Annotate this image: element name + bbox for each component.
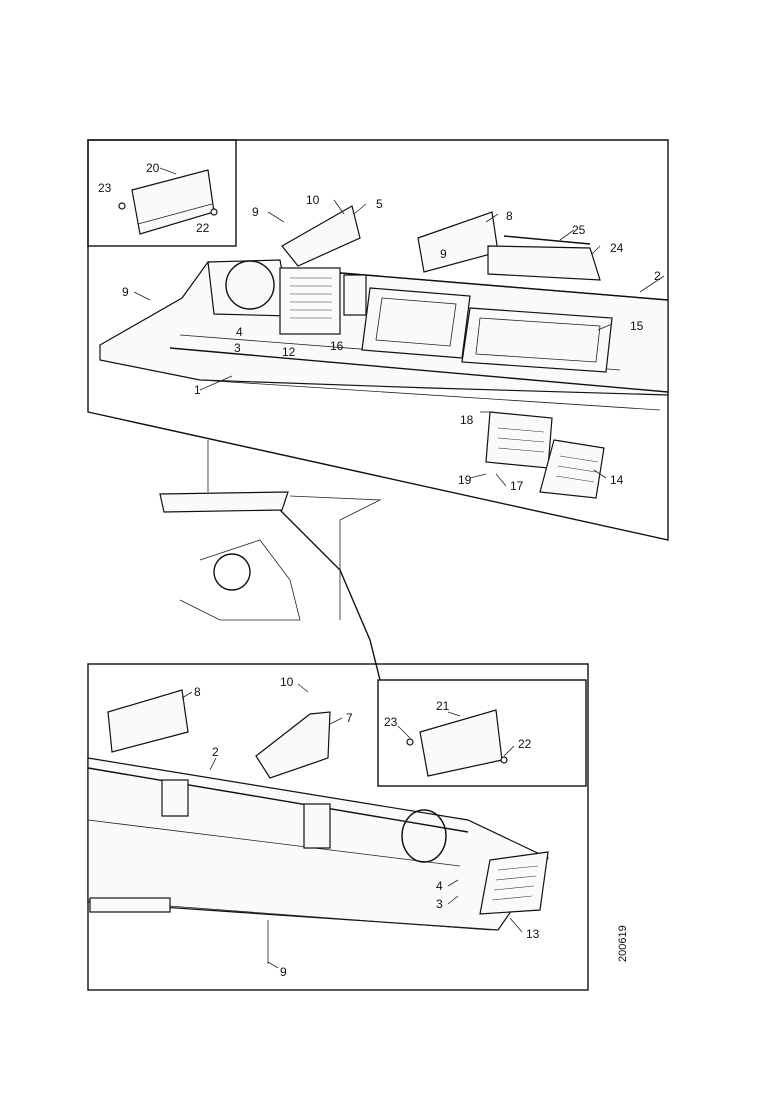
- callout-10-bottom: 10: [280, 675, 294, 689]
- callout-23-top: 23: [98, 181, 112, 195]
- lower-vent: [89, 897, 171, 913]
- callout-4-top: 4: [236, 325, 243, 339]
- switch-block: [343, 274, 367, 316]
- callout-3-top: 3: [234, 341, 241, 355]
- locator-sketch: [159, 440, 382, 681]
- switch-block-lower: [303, 803, 331, 849]
- steering-wheel-icon: [213, 553, 251, 591]
- cover-panel-5: [281, 205, 361, 267]
- callout-17: 17: [510, 479, 524, 493]
- callout-24: 24: [610, 241, 624, 255]
- vent-grille-12: [279, 267, 341, 335]
- callout-14: 14: [610, 473, 624, 487]
- callout-22-top: 22: [196, 221, 210, 235]
- top-inset-frame: [87, 139, 237, 247]
- callout-2-bottom: 2: [212, 745, 219, 759]
- callout-7: 7: [346, 711, 353, 725]
- screw-icon: [118, 202, 126, 210]
- gauge-cluster-housing: [207, 259, 291, 317]
- callout-3-bottom: 3: [436, 897, 443, 911]
- screw-icon: [500, 756, 508, 764]
- callout-16: 16: [330, 339, 344, 353]
- callout-13: 13: [526, 927, 540, 941]
- leader-lines-top: [133, 167, 665, 487]
- gauge-dial: [225, 260, 275, 310]
- callout-20: 20: [146, 161, 160, 175]
- dashboard-locator: [159, 491, 289, 513]
- callout-21: 21: [436, 699, 450, 713]
- top-view-frame: [87, 139, 669, 541]
- callout-10-top: 10: [306, 193, 320, 207]
- callout-4-bottom: 4: [436, 879, 443, 893]
- bottom-view: [87, 663, 589, 991]
- callout-23-bottom: 23: [384, 715, 398, 729]
- grille-14: [539, 439, 605, 499]
- callout-labels: 20 23 22 10 9 5 8 9 25 24 2 9 4 3 12 16 …: [98, 161, 661, 979]
- callout-9-left: 9: [122, 285, 129, 299]
- tray-24: [487, 245, 601, 281]
- callout-19: 19: [458, 473, 472, 487]
- vent-slot: [161, 779, 189, 817]
- callout-9-bottom: 9: [280, 965, 287, 979]
- callout-8-bottom: 8: [194, 685, 201, 699]
- cover-panel-7: [255, 711, 331, 779]
- top-view: [87, 139, 669, 541]
- callout-8-top: 8: [506, 209, 513, 223]
- callout-18: 18: [460, 413, 474, 427]
- callout-9-panel: 9: [440, 247, 447, 261]
- screw-icon: [210, 208, 218, 216]
- strip-25: [503, 235, 591, 245]
- cover-panel-8-lower: [107, 689, 189, 753]
- callout-1: 1: [194, 383, 201, 397]
- callout-15: 15: [630, 319, 644, 333]
- leader-lines-bottom: [181, 683, 523, 969]
- callout-5: 5: [376, 197, 383, 211]
- grille-13: [479, 851, 549, 915]
- figure-code: 200619: [617, 925, 629, 962]
- callout-22-bottom: 22: [518, 737, 532, 751]
- callout-12: 12: [282, 345, 296, 359]
- side-cover-panel-21: [419, 709, 503, 777]
- screw-icon: [406, 738, 414, 746]
- instrument-frame-15: [461, 307, 613, 373]
- callout-9-upper: 9: [252, 205, 259, 219]
- callout-2-top: 2: [654, 269, 661, 283]
- callout-25: 25: [572, 223, 586, 237]
- bottom-inset-frame: [377, 679, 587, 787]
- cover-panel-8: [417, 211, 499, 273]
- gauge-dial-lower: [401, 809, 447, 863]
